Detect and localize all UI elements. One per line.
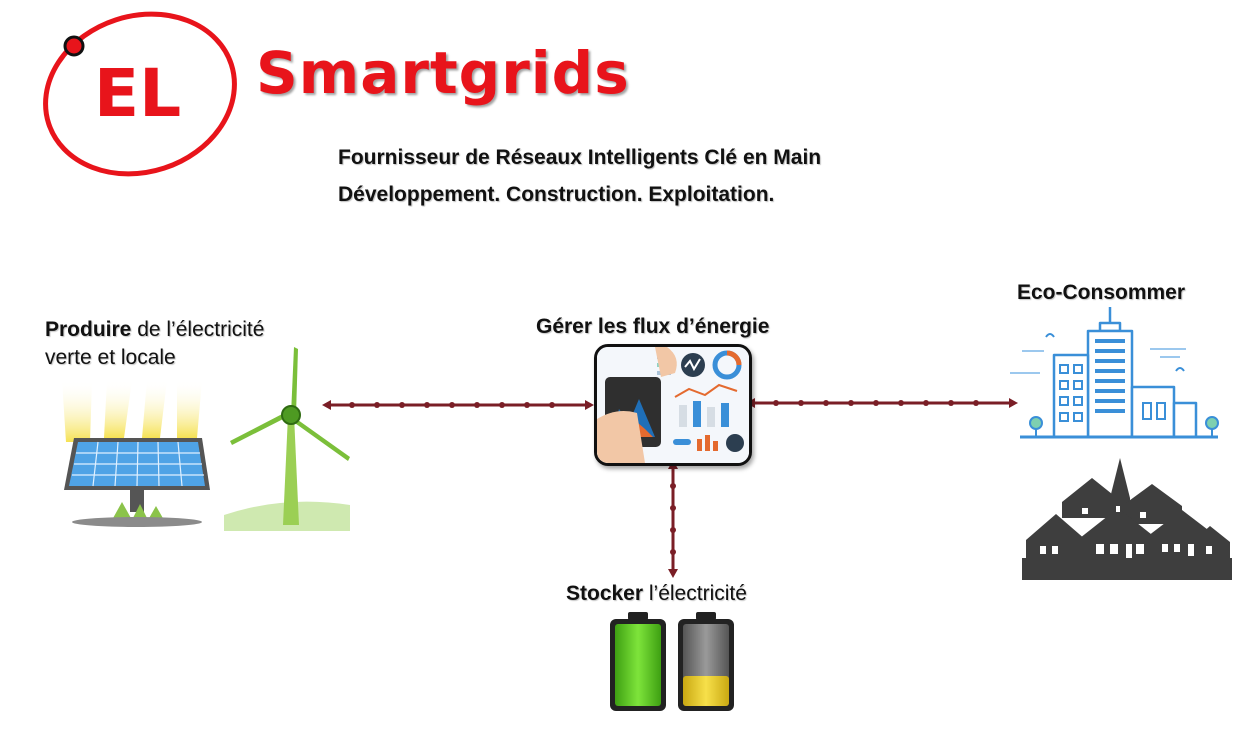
- logo-ring-icon: EL: [43, 11, 237, 177]
- consume-label: Eco-Consommer: [1017, 281, 1186, 304]
- connector-manage-store: [668, 460, 678, 578]
- produce-label-line2: verte et locale: [45, 346, 176, 369]
- wind-turbine-icon: [224, 347, 350, 531]
- tagline-secondary: Développement. Construction. Exploitatio…: [338, 183, 775, 206]
- manage-label: Gérer les flux d’énergie: [536, 315, 770, 338]
- dashboard-icon: [594, 344, 752, 466]
- store-label-bold: Stocker: [566, 582, 644, 605]
- dashboard-graphic: [597, 347, 749, 463]
- tagline-primary: Fournisseur de Réseaux Intelligents Clé …: [338, 146, 822, 169]
- battery-full-icon: [610, 612, 666, 711]
- connector-produce-manage: [322, 400, 594, 410]
- logo-text: EL: [94, 55, 181, 132]
- produce-label: Produire de l’électricité verte et local…: [45, 316, 264, 372]
- connector-manage-consume: [746, 398, 1018, 408]
- solar-panel-icon: [62, 380, 210, 527]
- brand-name: Smartgrids: [256, 39, 630, 107]
- produce-label-rest: de l’électricité: [131, 318, 265, 341]
- produce-label-bold: Produire: [45, 318, 132, 341]
- battery-low-icon: [678, 612, 734, 711]
- store-label: Stocker l’électricité: [566, 580, 747, 608]
- city-building-icon: [1010, 307, 1219, 439]
- store-label-rest: l’électricité: [643, 582, 747, 605]
- village-icon: [1022, 458, 1232, 580]
